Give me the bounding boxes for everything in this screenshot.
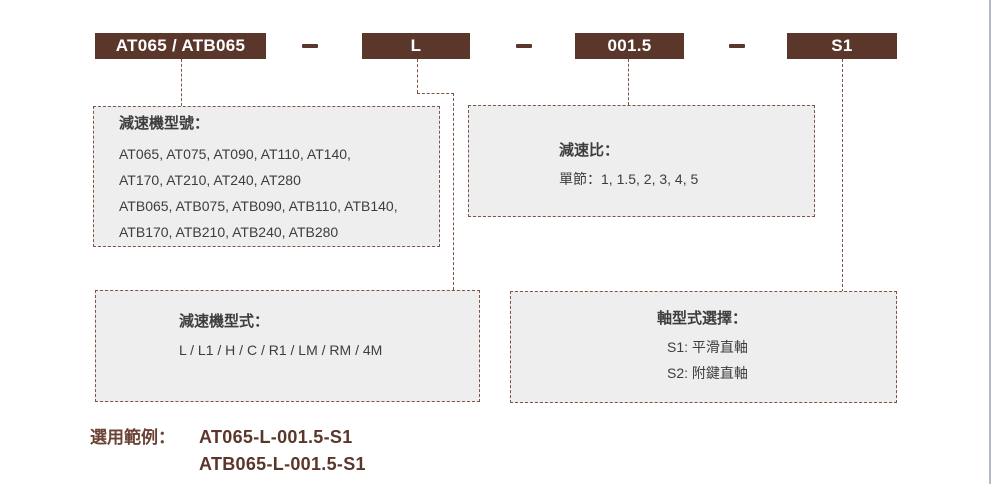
panel-gear-types: 減速機型式： L / L1 / H / C / R1 / LM / RM / 4…	[95, 290, 480, 402]
example-codes: AT065-L-001.5-S1 ATB065-L-001.5-S1	[199, 424, 366, 478]
panel-gear-models: 減速機型號： AT065, AT075, AT090, AT110, AT140…	[93, 106, 440, 247]
panel-shaft-types-line: S1: 平滑直軸	[667, 339, 748, 355]
panel-gear-types-title: 減速機型式：	[179, 313, 270, 330]
panel-gear-models-title: 減速機型號：	[119, 115, 210, 132]
panel-ratio-line: 單節：1, 1.5, 2, 3, 4, 5	[559, 171, 699, 187]
example-code: AT065-L-001.5-S1	[199, 427, 353, 447]
panel-ratio: 減速比： 單節：1, 1.5, 2, 3, 4, 5	[468, 105, 815, 217]
panel-shaft-types-title: 軸型式選擇：	[657, 310, 748, 327]
dash-separator-icon	[516, 44, 532, 48]
panel-shaft-types-line: S2: 附鍵直軸	[667, 365, 748, 381]
connector-line-gear-type	[453, 93, 454, 290]
code-box-shaft: S1	[787, 33, 897, 59]
panel-gear-models-line: AT065, AT075, AT090, AT110, AT140,	[119, 146, 351, 162]
connector-line-gear-type	[417, 59, 418, 93]
connector-line-shaft	[842, 59, 843, 292]
connector-line-gear-type	[417, 93, 454, 94]
panel-shaft-types: 軸型式選擇： S1: 平滑直軸 S2: 附鍵直軸	[510, 291, 897, 403]
code-box-ratio: 001.5	[575, 33, 684, 59]
example-label: 選用範例：	[90, 428, 175, 447]
code-box-gear-type: L	[362, 33, 470, 59]
example-code: ATB065-L-001.5-S1	[199, 454, 366, 474]
dash-separator-icon	[302, 44, 318, 48]
panel-gear-models-line: AT170, AT210, AT240, AT280	[119, 172, 301, 188]
dash-separator-icon	[729, 44, 745, 48]
panel-gear-models-line: ATB170, ATB210, ATB240, ATB280	[119, 224, 339, 240]
connector-line-model	[181, 59, 182, 106]
page-divider	[989, 0, 991, 484]
example-section: 選用範例： AT065-L-001.5-S1 ATB065-L-001.5-S1	[90, 424, 366, 478]
connector-line-ratio	[628, 59, 629, 105]
code-box-model: AT065 / ATB065	[95, 33, 266, 59]
panel-ratio-title: 減速比：	[559, 142, 620, 159]
panel-gear-models-line: ATB065, ATB075, ATB090, ATB110, ATB140,	[119, 198, 398, 214]
panel-gear-types-line: L / L1 / H / C / R1 / LM / RM / 4M	[179, 342, 383, 358]
